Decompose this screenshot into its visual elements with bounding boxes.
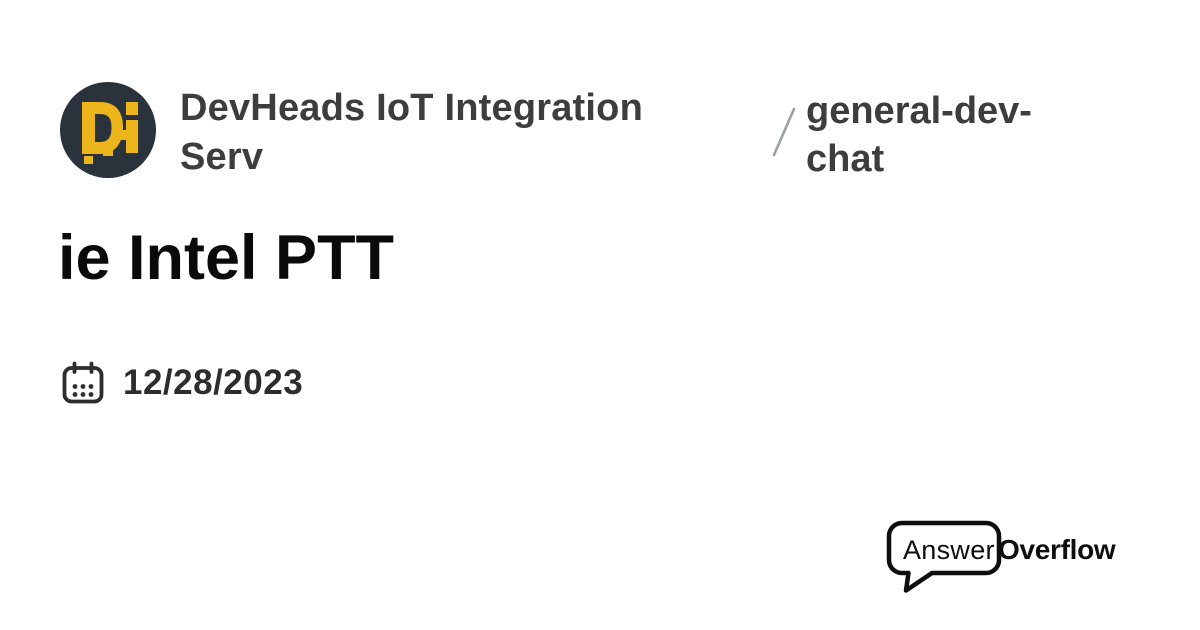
question-date: 12/28/2023 <box>123 363 304 402</box>
calendar-icon <box>62 361 104 404</box>
wordmark-overflow: Overflow <box>998 534 1116 565</box>
question-date-row: 12/28/2023 <box>60 360 303 406</box>
server-avatar <box>60 82 156 178</box>
answeroverflow-logo: Answer Overflow <box>886 520 1146 598</box>
wordmark-answer: Answer <box>903 535 995 565</box>
speech-bubble-icon <box>886 520 1002 593</box>
channel-name: general-dev-chat <box>806 90 1032 180</box>
devheads-monogram-icon <box>60 82 156 178</box>
server-name: DevHeads IoT Integration Serv <box>180 87 643 179</box>
question-title: ie Intel PTT <box>58 223 395 293</box>
slash-divider-icon <box>772 107 796 157</box>
